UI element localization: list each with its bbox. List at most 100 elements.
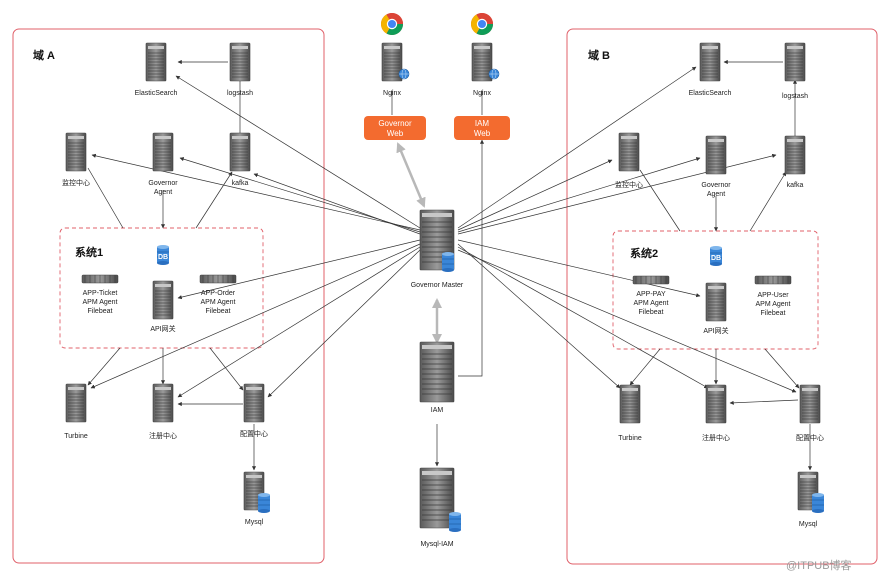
server-icon [152, 280, 174, 320]
iam-web-line1: IAM [475, 119, 490, 128]
nginx-right-label: Nginx [473, 90, 491, 97]
system1-db: DB [156, 244, 170, 266]
chrome-icon [381, 13, 403, 35]
iam-node: IAM [419, 341, 455, 414]
governor-master-label: Governor Master [411, 282, 464, 289]
turbine-b-label: Turbine [618, 435, 642, 442]
es-b-node: ElasticSearch [689, 42, 732, 97]
rack-icon [632, 275, 670, 285]
agent-a-label-1: Governor [148, 180, 178, 187]
server-icon [784, 42, 806, 82]
agent-b-label-2: Agent [707, 191, 725, 198]
agent-b-label-1: Governor [701, 182, 731, 189]
registry-a-label: 注册中心 [149, 431, 177, 440]
server-icon [699, 42, 721, 82]
monitor-a-node: 监控中心 [62, 132, 90, 187]
app-order-l2: APM Agent [200, 299, 235, 306]
kafka-b-label: kafka [787, 182, 804, 189]
database-icon [257, 492, 271, 514]
server-icon [799, 384, 821, 424]
turbine-a-label: Turbine [64, 433, 88, 440]
edge-master-agent-b [457, 157, 701, 233]
server-icon [705, 135, 727, 175]
registry-a-node: 注册中心 [149, 383, 177, 440]
edge-system1-config [209, 347, 244, 391]
app-order-l3: Filebeat [206, 308, 231, 315]
rack-icon [81, 274, 119, 284]
config-a-node: 配置中心 [240, 383, 268, 438]
logstash-a-node: logstash [227, 42, 253, 97]
app-ticket-node: APP-Ticket APM Agent Filebeat [81, 274, 119, 315]
database-icon [448, 511, 462, 533]
mysql-b-node: Mysql [797, 471, 825, 528]
agent-a-node: Governor Agent [148, 132, 178, 196]
domain-b-frame [566, 28, 878, 565]
iam-web-line2: Web [474, 129, 491, 138]
apigw-b-node: API网关 [703, 282, 729, 335]
server-icon [419, 467, 455, 529]
nginx-right-node: Nginx [471, 42, 500, 97]
system2-db: DB [709, 245, 723, 267]
edge-master-es-a [175, 75, 421, 229]
config-b-label: 配置中心 [796, 433, 824, 442]
domain-a-frame [12, 28, 325, 564]
iam-web-button[interactable]: IAM Web [454, 116, 510, 140]
app-user-l2: APM Agent [755, 301, 790, 308]
globe-icon [398, 68, 410, 80]
server-icon [618, 132, 640, 172]
edge-master-monitor-a [91, 153, 421, 231]
logstash-a-label: logstash [227, 90, 253, 97]
governor-web-button[interactable]: Governor Web [364, 116, 426, 140]
governor-web-line1: Governor [378, 119, 412, 128]
edge-master-kafka-a [253, 173, 421, 235]
edge-govweb-master [396, 142, 426, 208]
edge-master-registry-b [457, 246, 709, 389]
edge-system1-monitor [87, 167, 124, 229]
governor-web-line2: Web [387, 129, 404, 138]
domain-b-title: 域 B [588, 48, 610, 62]
edge-master-monitor-b [457, 159, 613, 231]
turbine-b-node: Turbine [618, 384, 642, 442]
es-a-label: ElasticSearch [135, 90, 178, 97]
rack-icon [754, 275, 792, 285]
apigw-b-label: API网关 [703, 326, 728, 335]
edge-master-config-a [267, 249, 421, 398]
edge-master-turbine-a [90, 243, 421, 389]
edge-system2-kafka [749, 171, 787, 232]
registry-b-node: 注册中心 [702, 384, 730, 442]
server-icon [705, 282, 727, 322]
agent-b-node: Governor Agent [701, 135, 731, 198]
mysql-iam-label: Mysql-IAM [420, 541, 453, 548]
mysql-b-label: Mysql [799, 521, 818, 528]
app-ticket-l2: APM Agent [82, 299, 117, 306]
logstash-b-node: logstash [782, 42, 808, 100]
edge-master-apigw-b [457, 239, 701, 298]
edge-master-es-b [457, 66, 697, 229]
turbine-a-node: Turbine [64, 383, 88, 440]
logstash-b-label: logstash [782, 93, 808, 100]
server-icon [419, 341, 455, 403]
server-icon [145, 42, 167, 82]
chrome-icon [471, 13, 493, 35]
monitor-b-label: 监控中心 [615, 180, 643, 189]
app-ticket-l3: Filebeat [88, 308, 113, 315]
server-icon [229, 42, 251, 82]
server-icon [619, 384, 641, 424]
server-icon [65, 383, 87, 423]
server-icon [152, 383, 174, 423]
system1-frame [59, 227, 264, 349]
system1-db-label: DB [158, 254, 168, 261]
server-icon [229, 132, 251, 172]
system2-db-label: DB [711, 255, 721, 262]
mysql-a-label: Mysql [245, 519, 264, 526]
edge-master-kafka-b [457, 153, 777, 235]
edge-system2-config [764, 348, 800, 389]
globe-icon [488, 68, 500, 80]
monitor-b-node: 监控中心 [615, 132, 643, 189]
app-user-node: APP-User APM Agent Filebeat [754, 275, 792, 317]
system1-title: 系统1 [75, 245, 103, 259]
edge-system2-monitor [639, 169, 681, 232]
registry-b-label: 注册中心 [702, 433, 730, 442]
app-pay-l2: APM Agent [633, 300, 668, 307]
app-order-node: APP-Order APM Agent Filebeat [199, 274, 237, 315]
